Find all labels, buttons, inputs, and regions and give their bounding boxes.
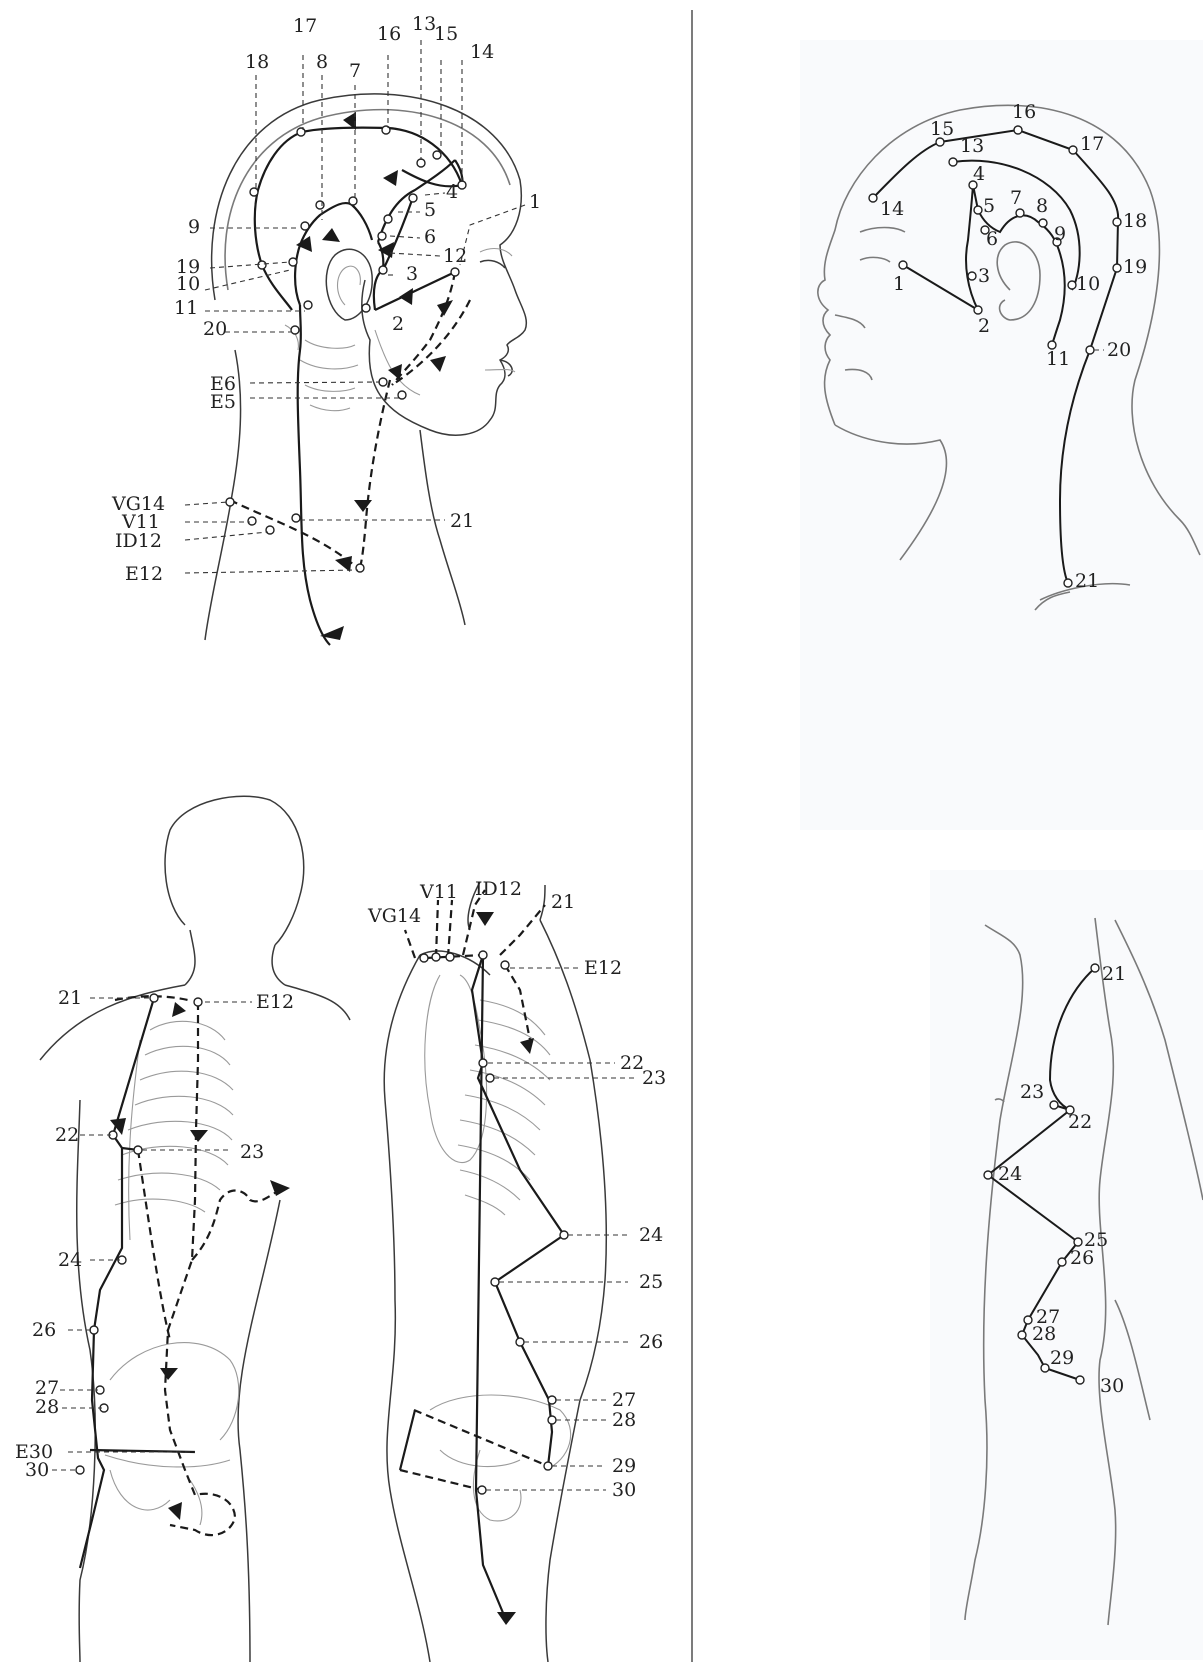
label: 1 (529, 191, 541, 213)
label: 21 (58, 987, 82, 1009)
label: 4 (446, 181, 458, 203)
label: E12 (584, 957, 622, 979)
label: 5 (983, 195, 995, 217)
torso-front-leaders (52, 998, 252, 1470)
label: 28 (1032, 1323, 1056, 1345)
label: 10 (1076, 273, 1100, 295)
label: 9 (1054, 223, 1066, 245)
label: E5 (210, 391, 236, 413)
label: 30 (25, 1459, 49, 1481)
label: 18 (1123, 210, 1147, 232)
label: 3 (978, 265, 990, 287)
label: 12 (443, 245, 467, 267)
label: 20 (1107, 339, 1131, 361)
label: 22 (620, 1052, 644, 1074)
label: 28 (612, 1409, 636, 1431)
right-top-panel-bg (800, 40, 1203, 830)
label: ID12 (475, 878, 522, 900)
torso-side-figure (384, 882, 606, 1662)
label: 29 (612, 1455, 636, 1477)
label: 1 (893, 273, 905, 295)
label: ID12 (115, 530, 162, 552)
label: 30 (1100, 1375, 1124, 1397)
label: 22 (55, 1124, 79, 1146)
torso-front-labels: 21 E12 22 23 24 26 27 28 E30 30 (15, 987, 294, 1481)
torso-front-figure (40, 796, 350, 1662)
label: 26 (1070, 1247, 1094, 1269)
label: 24 (639, 1224, 663, 1246)
torso-side-points (420, 951, 568, 1494)
label: 20 (203, 318, 227, 340)
label: 21 (450, 510, 474, 532)
label: 21 (1075, 570, 1099, 592)
torso-side-meridian (400, 890, 564, 1625)
label: 15 (930, 118, 954, 140)
label: 11 (1046, 348, 1070, 370)
label: 21 (551, 891, 575, 913)
label: 22 (1068, 1111, 1092, 1133)
label: 7 (349, 60, 361, 82)
label: 2 (978, 315, 990, 337)
head-side-meridian (230, 112, 470, 645)
torso-front-meridian (80, 996, 290, 1568)
label: 28 (35, 1396, 59, 1418)
label: 7 (1010, 187, 1022, 209)
label: 8 (1036, 195, 1048, 217)
label: 2 (392, 313, 404, 335)
label: 13 (412, 13, 436, 35)
label: 21 (1102, 963, 1126, 985)
right-bottom-panel-bg (930, 870, 1203, 1660)
label: 3 (406, 263, 418, 285)
label: V11 (419, 881, 458, 903)
head-side-points (226, 126, 466, 572)
label: 25 (639, 1271, 663, 1293)
label: 29 (1050, 1347, 1074, 1369)
label: 23 (1020, 1081, 1044, 1103)
label: 19 (176, 256, 200, 278)
label: 17 (293, 15, 317, 37)
label: 13 (960, 135, 984, 157)
label: 17 (1080, 133, 1104, 155)
label: 4 (973, 163, 985, 185)
label: 23 (642, 1067, 666, 1089)
label: 16 (1012, 101, 1036, 123)
label: 26 (639, 1331, 663, 1353)
label: E12 (125, 563, 163, 585)
label: 18 (245, 51, 269, 73)
label: 6 (986, 228, 998, 250)
label: 5 (424, 199, 436, 221)
label: 9 (188, 216, 200, 238)
label: 14 (880, 198, 904, 220)
label: 23 (240, 1141, 264, 1163)
label: 24 (58, 1249, 82, 1271)
label: 16 (377, 23, 401, 45)
label: 6 (424, 226, 436, 248)
label: 30 (612, 1479, 636, 1501)
label: 26 (32, 1319, 56, 1341)
label: 8 (316, 51, 328, 73)
label: 24 (998, 1163, 1022, 1185)
label: 19 (1123, 256, 1147, 278)
label: 11 (174, 297, 198, 319)
label: E12 (256, 991, 294, 1013)
label: VG14 (367, 905, 421, 927)
label: 27 (612, 1389, 636, 1411)
label: 14 (470, 41, 494, 63)
label: 15 (434, 23, 458, 45)
head-side-figure (205, 94, 526, 640)
